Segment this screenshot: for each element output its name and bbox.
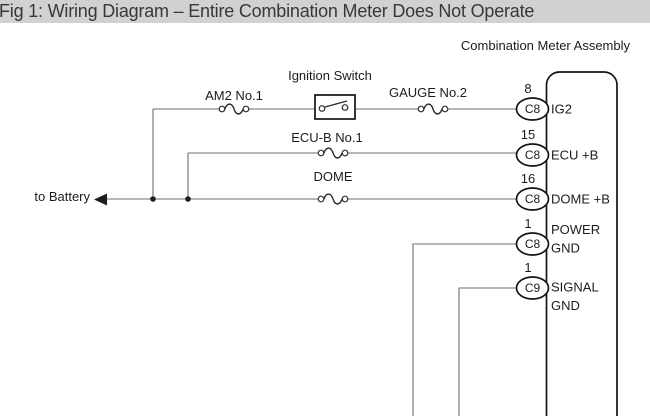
pin-power-gnd: 1 C8 POWER GND — [515, 216, 600, 256]
assembly-box — [545, 71, 618, 416]
pin-number: 16 — [521, 171, 535, 186]
pin-label: IG2 — [551, 102, 572, 117]
wire-signal-gnd — [458, 287, 517, 416]
connector-id: C8 — [525, 192, 541, 206]
figure-title-bar: Fig 1: Wiring Diagram – Entire Combinati… — [0, 0, 650, 23]
pin-label-line1: SIGNAL — [551, 280, 599, 295]
pin-dome-b: 16 C8 DOME +B — [515, 171, 610, 211]
connector-oval — [515, 143, 550, 167]
assembly-label: Combination Meter Assembly — [461, 38, 631, 53]
wire-ig2-circuit — [152, 108, 517, 199]
wire-power-gnd — [412, 243, 517, 416]
figure-title: Fig 1: Wiring Diagram – Entire Combinati… — [0, 1, 535, 21]
pin-ecu-b: 15 C8 ECU +B — [515, 127, 598, 167]
ignition-switch-label: Ignition Switch — [288, 68, 372, 83]
connector-oval — [515, 187, 550, 211]
fuse-ecu-b-label: ECU-B No.1 — [291, 130, 363, 145]
pin-label: DOME +B — [551, 192, 610, 207]
pin-label-line1: POWER — [551, 222, 600, 237]
connector-oval — [515, 97, 550, 121]
wire-ecu-b-circuit — [187, 152, 517, 199]
connector-id: C8 — [525, 237, 541, 251]
connector-oval — [515, 232, 550, 256]
junction-dot — [185, 196, 191, 202]
connector-oval — [515, 276, 550, 300]
pin-label: ECU +B — [551, 148, 598, 163]
connector-id: C8 — [525, 148, 541, 162]
battery-label: to Battery — [34, 189, 90, 204]
pin-number: 8 — [524, 81, 531, 96]
fuse-am2-label: AM2 No.1 — [205, 88, 263, 103]
battery-arrow-icon — [94, 193, 107, 206]
junction-dot — [150, 196, 156, 202]
pin-signal-gnd: 1 C9 SIGNAL GND — [515, 260, 599, 313]
pin-number: 1 — [524, 260, 531, 275]
fuse-gauge-label: GAUGE No.2 — [389, 85, 467, 100]
pin-number: 1 — [524, 216, 531, 231]
fuse-dome-label: DOME — [314, 169, 353, 184]
pin-ig2: 8 C8 IG2 — [515, 81, 572, 121]
pin-label-line2: GND — [551, 298, 580, 313]
connector-id: C9 — [525, 281, 541, 295]
fuse-dome — [317, 193, 349, 205]
fuse-gauge — [417, 103, 449, 115]
pin-label-line2: GND — [551, 241, 580, 256]
fuse-ecu-b — [317, 147, 349, 159]
connector-id: C8 — [525, 102, 541, 116]
pin-number: 15 — [521, 127, 535, 142]
fuse-am2 — [218, 103, 250, 115]
ignition-switch-symbol — [314, 94, 356, 120]
